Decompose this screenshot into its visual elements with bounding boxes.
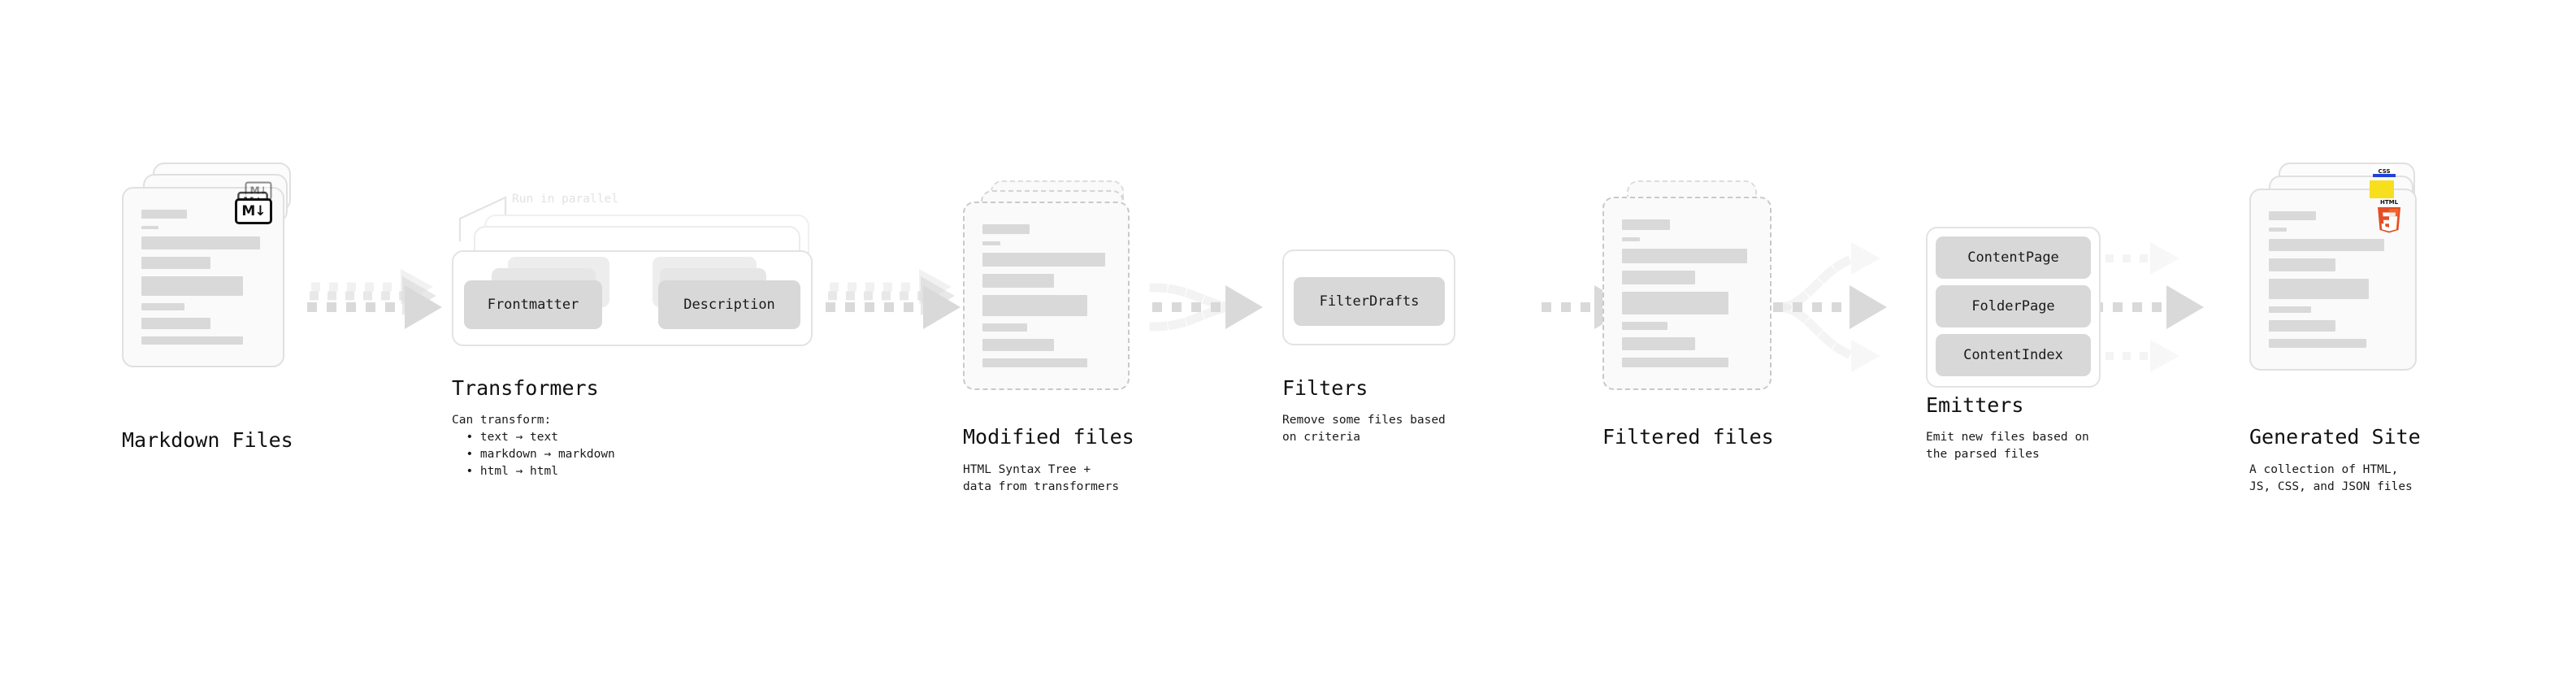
doc-bar [982,224,1030,235]
arrow-transformers-to-modified [826,269,961,329]
generated-site-description: A collection of HTML, JS, CSS, and JSON … [2249,463,2413,494]
markdown-icon-label: M↓ [241,202,266,219]
doc-bar [141,226,159,230]
chip-label: Frontmatter [487,297,579,313]
doc-bar [1622,337,1695,350]
modified-files-description: HTML Syntax Tree + data from transformer… [963,463,1120,494]
transformers-title: Transformers [452,376,599,400]
site-card-content [2251,190,2415,369]
doc-bar [141,303,185,310]
filters-title: Filters [1282,376,1368,400]
chip-label: ContentPage [1967,249,2059,266]
doc-bar [1622,322,1667,331]
filtered-card-front [1602,197,1772,390]
doc-bar [1622,236,1641,241]
doc-bar [1622,248,1747,263]
emitter-chip-folderpage[interactable]: FolderPage [1936,285,2091,327]
css-icon-bar [2373,174,2396,177]
css-icon-label: CSS [2378,167,2391,175]
doc-bar [982,252,1105,267]
chip-label: FolderPage [1971,298,2055,314]
arrow-modified-to-filters [1149,283,1263,332]
doc-bar [1622,357,1729,367]
html5-icon-svg: HTML [2378,199,2400,233]
run-in-parallel-annotation: Run in parallel [512,193,618,206]
arrow-filtered-to-emitters [1754,242,1887,372]
doc-bar [2269,211,2317,221]
emitter-chip-contentpage[interactable]: ContentPage [1936,236,2091,279]
doc-bar [1622,219,1671,230]
doc-bar [1622,270,1695,285]
filtered-card-content [1604,198,1770,388]
doc-bar [2269,228,2288,232]
modified-card-content [965,203,1128,388]
chip-label: ContentIndex [1963,347,2063,363]
doc-bar [982,241,1000,245]
html5-icon: HTML [2374,197,2404,236]
transformers-description: Can transform: • text → text • markdown … [452,414,615,479]
doc-bar [982,294,1087,317]
js-icon [2370,180,2394,198]
modified-card-front [963,202,1130,390]
doc-bar [2269,339,2367,348]
filtered-files-title: Filtered files [1602,425,1774,449]
doc-bar [141,210,188,219]
doc-bar [2269,320,2336,332]
chip-label: FilterDrafts [1319,293,1420,310]
doc-bar [982,358,1087,367]
markdown-files-title: Markdown Files [122,428,293,452]
doc-bar [2269,279,2370,299]
emitters-title: Emitters [1926,393,2024,417]
filters-description: Remove some files based on criteria [1282,414,1446,445]
doc-bar [141,236,260,249]
transformer-chip-description[interactable]: Description [658,280,800,329]
markdown-icon: M↓ [235,198,272,224]
doc-bar [2269,306,2312,314]
markdown-card-content [124,189,283,366]
emitters-description: Emit new files based on the parsed files [1926,431,2089,462]
doc-bar [141,256,211,270]
css-icon: CSS [2373,166,2396,177]
filter-chip-filterdrafts[interactable]: FilterDrafts [1294,277,1445,326]
chip-label: Description [683,297,775,313]
doc-bar [2269,238,2385,252]
generated-site-title: Generated Site [2249,425,2421,449]
doc-bar [982,273,1054,288]
doc-bar [141,336,243,345]
html5-icon-wordmark: HTML [2380,199,2399,206]
doc-bar [982,338,1054,351]
doc-bar [982,323,1027,332]
transformer-chip-frontmatter[interactable]: Frontmatter [464,280,602,329]
doc-bar [141,276,243,297]
arrow-markdown-to-transformers [307,269,442,329]
doc-bar [1622,292,1729,315]
modified-files-title: Modified files [963,425,1134,449]
doc-bar [2269,258,2336,272]
emitter-chip-contentindex[interactable]: ContentIndex [1936,334,2091,376]
doc-bar [141,317,211,329]
